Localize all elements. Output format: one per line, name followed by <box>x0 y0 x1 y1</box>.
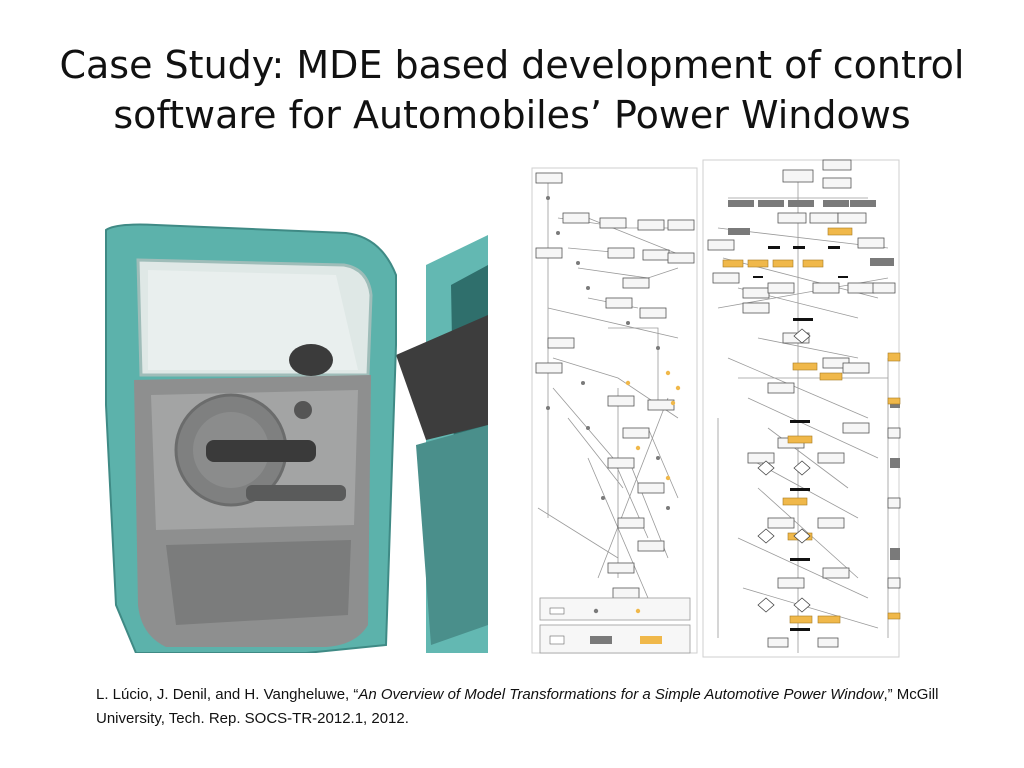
title-line-1: Case Study: MDE based development of con… <box>59 43 965 87</box>
car-door-photo <box>105 223 488 653</box>
model-transformation-ftg-pm-diagram <box>528 158 903 660</box>
citation-paper-title: An Overview of Model Transformations for… <box>358 686 884 703</box>
citation-details: ,” McGill University, Tech. Rep. SOCS-TR… <box>96 686 939 727</box>
slide-title: Case Study: MDE based development of con… <box>30 40 994 140</box>
title-line-2: software for Automobiles’ Power Windows <box>113 93 911 137</box>
citation-authors: L. Lúcio, J. Denil, and H. Vangheluwe, “ <box>96 686 359 703</box>
citation: L. Lúcio, J. Denil, and H. Vangheluwe, “… <box>96 683 976 731</box>
